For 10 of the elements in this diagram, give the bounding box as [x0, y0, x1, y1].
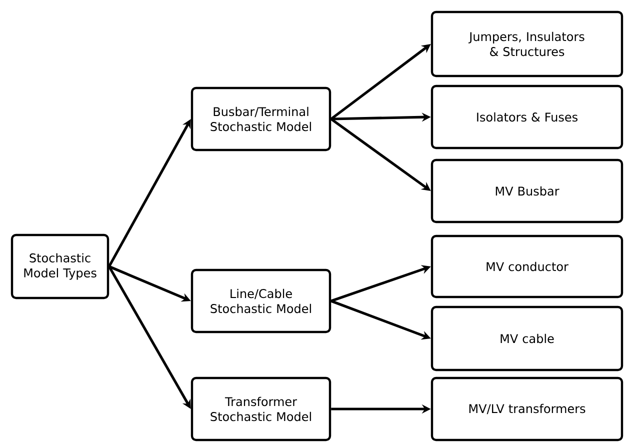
component-box: MV conductor	[430, 234, 624, 298]
component-box: Isolators & Fuses	[430, 84, 624, 150]
component-box: MV cable	[430, 306, 624, 372]
model-box: Busbar/Terminal Stochastic Model	[190, 86, 332, 152]
root-box: Stochastic Model Types	[10, 234, 110, 300]
component-box: MV/LV transformers	[430, 376, 624, 442]
component-box: Jumpers, Insulators & Structures	[430, 10, 624, 78]
model-box: Transformer Stochastic Model	[190, 376, 332, 442]
model-box: Line/Cable Stochastic Model	[190, 268, 332, 334]
component-box: MV Busbar	[430, 158, 624, 224]
